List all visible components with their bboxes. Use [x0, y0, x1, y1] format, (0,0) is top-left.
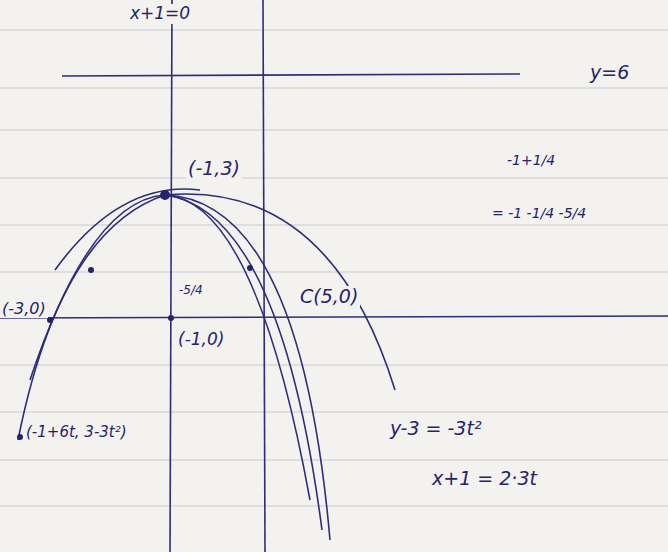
x-axis — [0, 316, 668, 318]
note: -1+1/4 — [505, 152, 557, 168]
point-label: (-3,0) — [0, 300, 48, 318]
directrix — [62, 74, 520, 76]
point-label: (-1,3) — [186, 158, 242, 180]
parabola — [18, 195, 322, 530]
arc-2 — [55, 189, 200, 270]
point-label: C(5,0) — [298, 286, 360, 308]
point-label: (-1,0) — [176, 330, 226, 350]
curve-3 — [165, 195, 330, 540]
line-equation: x+1=0 — [128, 4, 192, 24]
equation: y-3 = -3t² — [388, 418, 484, 440]
value-label: -5/4 — [177, 284, 205, 298]
parabola-2 — [30, 195, 310, 500]
vertical-line — [263, 0, 265, 552]
equation: x+1 = 2·3t — [430, 468, 539, 490]
ruled-lines — [0, 30, 668, 506]
axis-line — [170, 0, 172, 552]
arc — [165, 194, 395, 390]
point-label: (-1+6t, 3-3t²) — [24, 424, 129, 441]
note: = -1 -1/4 -5/4 — [490, 205, 588, 221]
line-equation: y=6 — [588, 62, 631, 84]
points — [17, 190, 253, 440]
